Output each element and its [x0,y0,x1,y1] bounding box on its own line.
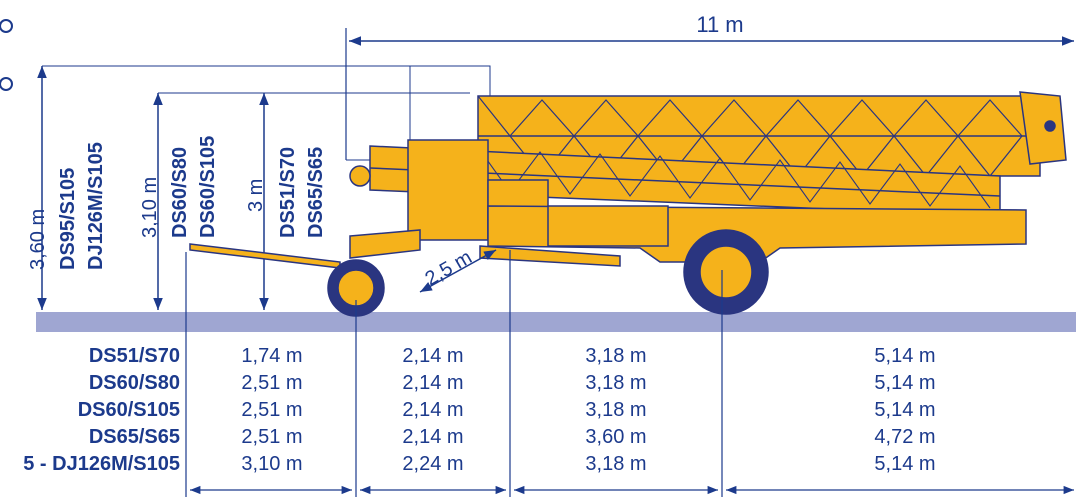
table-cell: 5,14 m [874,399,935,421]
table-cell: 2,51 m [241,372,302,394]
table-cell: 3,18 m [585,372,646,394]
row-model-label: DS51/S70 [89,345,180,367]
model-label: DJ126M/S105 [85,142,107,270]
table-cell: 2,14 m [402,345,463,367]
rear-wheel [683,229,769,315]
table-cell: 2,14 m [402,399,463,421]
height-group-3-60: 3,60 m DS95/S105 DJ126M/S105 [27,142,107,270]
table-cell: 3,18 m [585,453,646,475]
table-row: DS60/S105 2,51 m 2,14 m 3,18 m 5,14 m [78,399,936,421]
crane-illustration [189,91,1067,317]
table-cell: 2,24 m [402,453,463,475]
table-cell: 3,18 m [585,399,646,421]
table-row: DS65/S65 2,51 m 2,14 m 3,60 m 4,72 m [89,426,936,448]
ground-strip [36,312,1076,332]
table-cell: 2,51 m [241,426,302,448]
front-wheel [327,259,385,317]
model-label: DS60/S105 [197,136,219,238]
row-model-label: DS60/S105 [78,399,180,421]
circle-marker-icon [0,77,13,91]
table-cell: 1,74 m [241,345,302,367]
slewing-platform [407,139,489,241]
table-row: 5 - DJ126M/S105 3,10 m 2,24 m 3,18 m 5,14 m [23,453,935,475]
radius-dimension-label: 2,5 m [422,246,476,290]
model-label: DS95/S105 [57,168,79,270]
height-label: 3 m [245,179,267,212]
table-cell: 4,72 m [874,426,935,448]
table-cell: 3,18 m [585,345,646,367]
row-model-label: DS60/S80 [89,372,180,394]
model-label: DS51/S70 [277,147,299,238]
top-dimension-label: 11 m [696,12,743,37]
table-cell: 2,14 m [402,372,463,394]
table-cell: 3,60 m [585,426,646,448]
height-label: 3,60 m [27,209,49,270]
column-dividers [185,250,723,497]
table-row: DS60/S80 2,51 m 2,14 m 3,18 m 5,14 m [89,372,936,394]
table-cell: 2,51 m [241,399,302,421]
row-model-label: 5 - DJ126M/S105 [23,453,180,475]
circle-marker-icon [0,19,13,33]
top-dimension: 11 m [345,12,1074,160]
table-cell: 2,14 m [402,426,463,448]
row-model-label: DS65/S65 [89,426,180,448]
model-label: DS60/S80 [169,147,191,238]
jib-head [1019,91,1067,165]
table-cell: 3,10 m [241,453,302,475]
model-label: DS65/S65 [305,147,327,238]
table-row: DS51/S70 1,74 m 2,14 m 3,18 m 5,14 m [89,345,936,367]
table-cell: 5,14 m [874,372,935,394]
height-group-3: 3 m DS51/S70 DS65/S65 [245,147,327,238]
table-cell: 5,14 m [874,453,935,475]
height-label: 3,10 m [139,177,161,238]
table-cell: 5,14 m [874,345,935,367]
drawbar [189,243,341,269]
height-group-3-10: 3,10 m DS60/S80 DS60/S105 [139,136,219,238]
